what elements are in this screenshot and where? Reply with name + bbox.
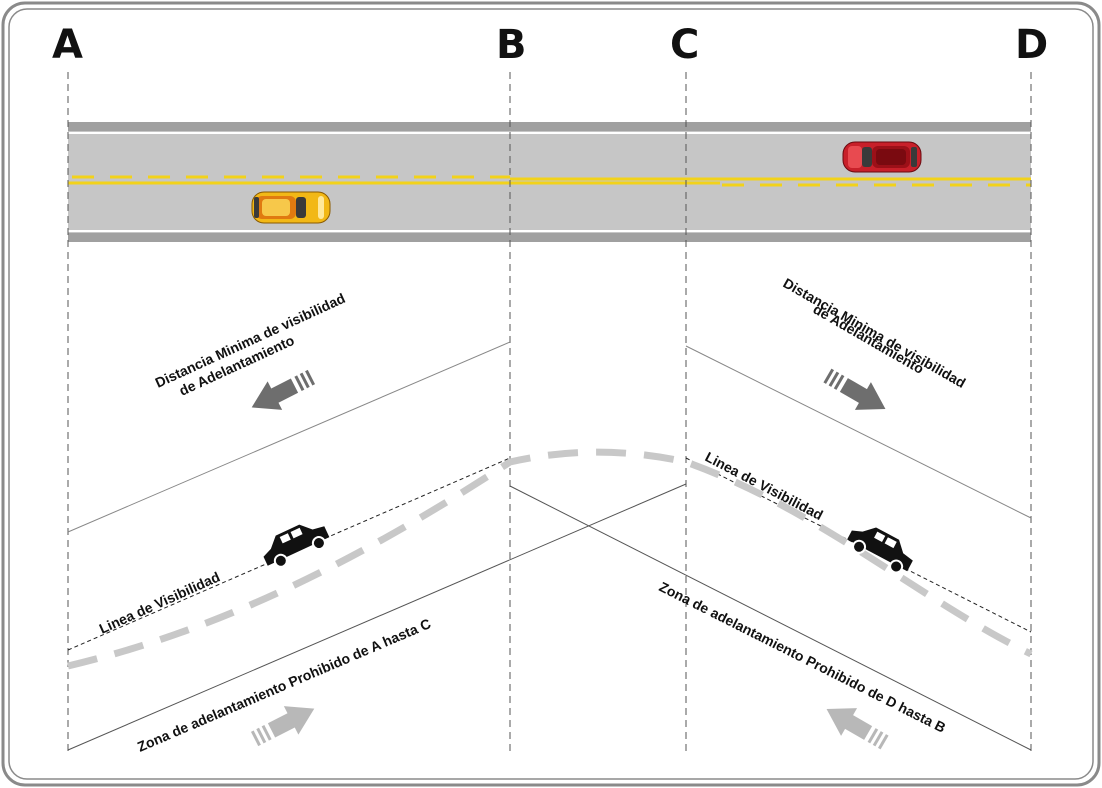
guide-lines (67, 72, 1032, 752)
red-car (842, 141, 922, 173)
no-passing-boundary-left (67, 483, 687, 751)
arrow-no-passing-right (826, 708, 889, 750)
point-label-b: B (496, 22, 527, 68)
yellow-car (251, 191, 331, 224)
arrow-head (267, 706, 315, 738)
point-label-d: D (1015, 22, 1048, 68)
point-label-c: C (670, 22, 699, 68)
hill-crest-curve (67, 448, 1033, 670)
arrow-head (826, 708, 873, 740)
arrow-min-distance-right (823, 368, 886, 410)
min-distance-boundary-right (685, 345, 1032, 519)
label-min-distance-right-line2: de Adelantamiento (811, 301, 927, 377)
no-passing-boundary-right (509, 485, 1032, 751)
label-sight-line-left: Linea de Visibilidad (97, 568, 223, 636)
road (68, 122, 1031, 242)
min-distance-boundary-left (67, 341, 511, 533)
point-label-a: A (52, 22, 83, 68)
label-min-distance-left-line1: Distancia Minima de visibilidad (153, 290, 348, 391)
road-bottom-edge (68, 233, 1031, 242)
label-sight-line-right: Linea de Visibilidad (703, 448, 826, 523)
inner-border (8, 8, 1094, 780)
arrow-min-distance-left (251, 369, 316, 410)
car-profile-right (847, 527, 913, 574)
label-no-passing-right: Zona de adelantamiento Prohibido de D ha… (657, 578, 949, 735)
arrow-no-passing-left (250, 706, 315, 747)
arrow-head (839, 378, 886, 410)
car-profile-left (263, 524, 330, 568)
road-top-edge (68, 122, 1031, 131)
label-min-distance-right-line1: Distancia Minima de visibilidad (781, 275, 969, 391)
arrow-head (251, 378, 299, 410)
